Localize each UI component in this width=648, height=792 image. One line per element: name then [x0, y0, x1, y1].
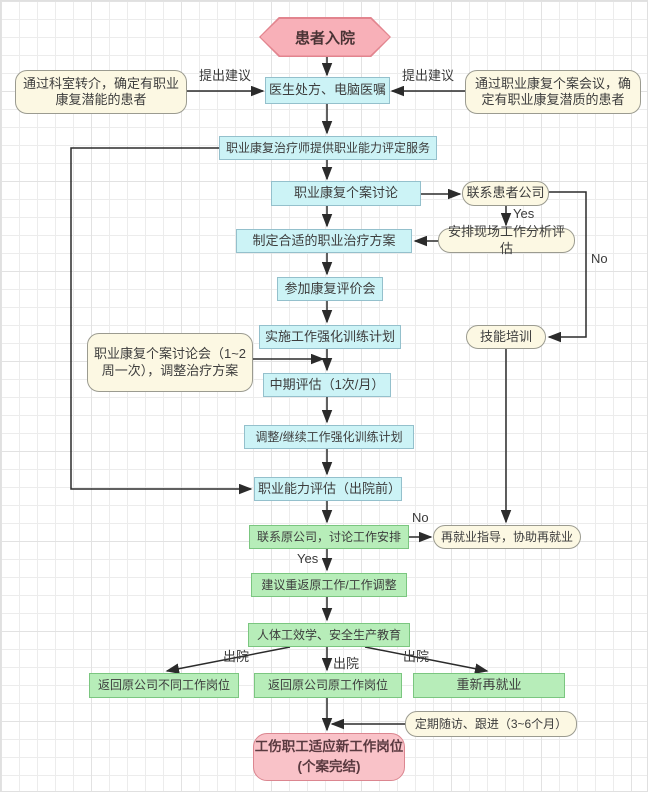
node-return-suggestion[interactable]: 建议重返原工作/工作调整: [251, 573, 407, 597]
node-contact-company[interactable]: 联系患者公司: [462, 181, 549, 206]
end-line-2: (个案完结): [297, 759, 361, 774]
node-discharge-eval[interactable]: 职业能力评估（出院前）: [254, 477, 402, 501]
node-patient-admission[interactable]: 患者入院: [259, 17, 391, 57]
node-mid-eval[interactable]: 中期评估（1次/月）: [263, 373, 391, 397]
edge-label-suggest-right: 提出建议: [402, 68, 455, 83]
hexagon-fill: [260, 18, 390, 56]
node-return-different-post[interactable]: 返回原公司不同工作岗位: [89, 673, 239, 698]
node-rehab-meeting[interactable]: 参加康复评价会: [277, 277, 383, 301]
edge-label-discharge-mid: 出院: [333, 656, 360, 671]
node-case-review[interactable]: 职业康复个案讨论会（1~2周一次），调整治疗方案: [87, 333, 253, 392]
node-doctor-order[interactable]: 医生处方、电脑医嘱: [265, 77, 390, 104]
node-case-closed[interactable]: 工伤职工适应新工作岗位 (个案完结): [253, 733, 405, 781]
edge-label-no-origin: No: [412, 510, 429, 525]
node-case-discussion[interactable]: 职业康复个案讨论: [271, 181, 421, 206]
edge-label-yes-company: Yes: [513, 206, 535, 221]
node-case-meeting[interactable]: 通过职业康复个案会议，确定有职业康复潜质的患者: [465, 70, 641, 114]
node-contact-origin[interactable]: 联系原公司，讨论工作安排: [249, 525, 409, 549]
node-ergonomics[interactable]: 人体工效学、安全生产教育: [248, 623, 410, 647]
node-label: 患者入院: [294, 29, 355, 47]
edge-label-no-company: No: [591, 251, 608, 266]
node-work-hardening[interactable]: 实施工作强化训练计划: [259, 325, 401, 349]
node-reemploy[interactable]: 重新再就业: [413, 673, 565, 698]
node-follow-up[interactable]: 定期随访、跟进（3~6个月）: [405, 711, 577, 737]
edge-label-discharge-right: 出院: [403, 649, 430, 664]
node-reemployment-guide[interactable]: 再就业指导，协助再就业: [433, 525, 581, 549]
edge-label-yes-origin: Yes: [297, 551, 319, 566]
end-line-1: 工伤职工适应新工作岗位: [254, 739, 404, 755]
edge-label-suggest-left: 提出建议: [199, 68, 252, 83]
node-skill-training[interactable]: 技能培训: [466, 325, 546, 349]
node-onsite-analysis[interactable]: 安排现场工作分析评估: [438, 224, 575, 256]
node-dept-referral[interactable]: 通过科室转介，确定有职业康复潜能的患者: [15, 70, 187, 114]
node-assessment-service[interactable]: 职业康复治疗师提供职业能力评定服务: [219, 136, 437, 160]
node-return-same-post[interactable]: 返回原公司原工作岗位: [254, 673, 402, 698]
node-treatment-plan[interactable]: 制定合适的职业治疗方案: [236, 229, 412, 253]
edge-label-discharge-left: 出院: [223, 649, 250, 664]
node-adjust-continue[interactable]: 调整/继续工作强化训练计划: [244, 425, 414, 449]
